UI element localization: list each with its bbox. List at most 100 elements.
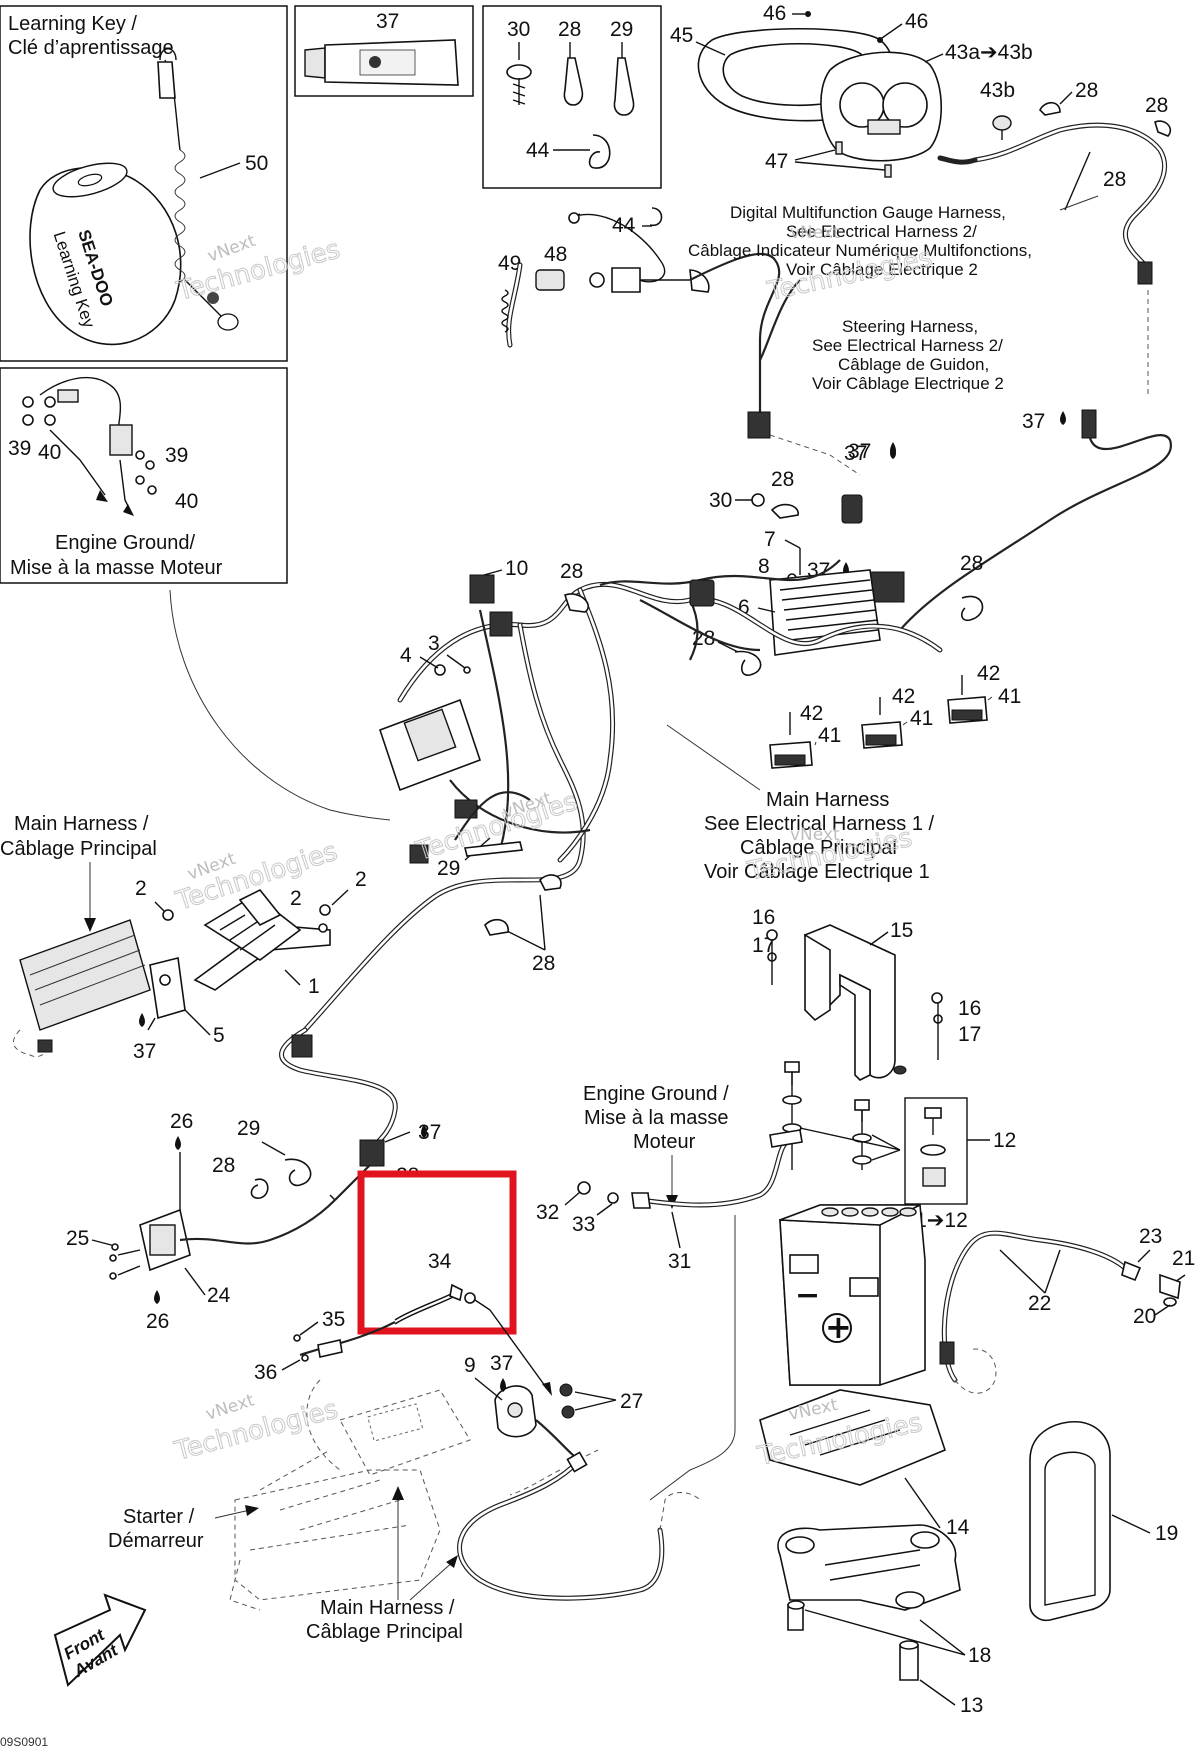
engine-ground-panel: 39 40 39 40 Engine Ground/ Mise à la mas… [0,367,288,584]
part-label-29: 29 [237,1117,260,1140]
gauge-harness-line-1: Digital Multifunction Gauge Harness, [730,203,1006,222]
part-label-1: 1 [308,975,320,998]
highlight-part-34[interactable]: 34 [357,1170,517,1335]
part-label-24: 24 [207,1284,231,1307]
steering-harness-line-4: Voir Câblage Electrique 2 [812,374,1004,393]
part-label-37: 37 [848,440,871,463]
steering-harness-line-1: Steering Harness, [842,317,978,336]
part-label-33: 33 [572,1213,595,1236]
part-label-41: 41 [910,707,933,730]
engine-ground-top-en: Engine Ground/ [55,532,196,554]
part-label-50: 50 [245,152,268,175]
part-label-30: 30 [507,18,530,41]
battery-cover: 19 [1029,1420,1178,1622]
part-label-29: 29 [437,857,460,880]
part-label-37: 37 [844,442,867,465]
main-harness-center-line-4: Voir Câblage Electrique 1 [704,861,930,883]
part-label-16: 16 [958,997,981,1020]
steering-harness-line-3: Câblage de Guidon, [838,355,989,374]
clamps-panel: 30 28 29 44 [482,5,662,189]
part-label-46: 46 [763,2,786,25]
part-label-43a-43b: 43a➔43b [945,41,1033,64]
part-label-40: 40 [175,490,198,513]
part-label-43b: 43b [980,79,1015,102]
main-harness-center-line-1: Main Harness [766,789,889,811]
main-harness-center-line-2: See Electrical Harness 1 / [704,813,935,835]
part-label-15: 15 [890,919,913,942]
part-label-28: 28 [1103,168,1126,191]
part-label-41: 41 [998,685,1021,708]
main-harness-center-line-3: Câblage Principal [740,837,897,859]
part-label-42: 42 [800,702,823,725]
engine-ground-mid-line-3: Moteur [633,1131,696,1153]
main-harness-bottom-line-2: Câblage Principal [306,1621,463,1643]
gauge-cluster: 45 46 46 43a➔43b 43b 47 28 28 28 [670,2,1172,395]
part-label-48: 48 [544,243,567,266]
gauge-harness-line-2: See Electrical Harness 2/ [786,222,977,241]
main-harness-left-line-2: Câblage Principal [0,838,157,860]
part-label-46: 46 [905,10,928,33]
part-label-32: 32 [536,1201,559,1224]
steering-harness-group: 44 49 48 37 [498,207,896,476]
part-label-28: 28 [558,18,581,41]
gauge-harness-line-3: Câblage Indicateur Numérique Multifoncti… [688,241,1032,260]
part-label-41: 41 [818,724,841,747]
sensor-group: 23 21 22 20 [939,1225,1195,1394]
part-label-37: 37 [376,10,399,33]
watermark-text: Technologies [171,1395,341,1467]
part-label-25: 25 [66,1227,89,1250]
part-label-28: 28 [1075,79,1098,102]
part-label-42: 42 [892,685,915,708]
part-label-27: 27 [620,1390,643,1413]
fuse-holders: 42 41 42 41 42 41 [769,662,1021,769]
front-arrow-icon: Front Avant [53,1593,147,1687]
part-label-30: 30 [709,489,732,512]
figure-code: 09S0901 [0,1735,48,1749]
part-label-37: 37 [490,1352,513,1375]
sealant-tube-panel: 37 [294,5,474,97]
part-label-12: 12 [993,1129,1016,1152]
lanyard-coil [157,48,239,331]
part-label-10: 10 [505,557,528,580]
part-label-17: 17 [958,1023,981,1046]
part-label-35: 35 [322,1308,345,1331]
part-label-42: 42 [977,662,1000,685]
learning-key-icon: SEA-DOO Learning Key [29,162,182,346]
part-label-36: 36 [254,1361,277,1384]
starter-line-2: Démarreur [108,1530,204,1552]
part-label-16: 16 [752,906,775,929]
part-label-37: 37 [133,1040,156,1063]
part-label-13: 13 [960,1694,983,1717]
highlight-box [357,1170,517,1335]
battery-bracket: 16 17 15 16 17 [752,906,981,1081]
main-harness-bottom-line-1: Main Harness / [320,1597,455,1619]
steering-harness-line-2: See Electrical Harness 2/ [812,336,1003,355]
engine-ground-mid-line-1: Engine Ground / [583,1083,729,1105]
part-label-2: 2 [135,877,147,900]
part-label-29: 29 [610,18,633,41]
ecm-bracket-group: Main Harness / Câblage Principal 1 2 2 2… [0,813,367,1063]
part-label-31: 31 [668,1250,691,1273]
part-label-28: 28 [1145,94,1168,117]
engine-ground-cable: Engine Ground / Mise à la masse Moteur 3… [536,1083,803,1501]
battery-group: 12 11➔12 − + 14 [759,1061,1016,1717]
part-label-9: 9 [464,1354,476,1377]
part-label-45: 45 [670,24,693,47]
part-label-7: 7 [764,528,776,551]
learning-key-panel: Learning Key / Clé d’aprentissage SEA-DO… [0,5,344,362]
watermark-text: Technologies [412,787,581,867]
learning-key-title-en: Learning Key / [8,13,137,35]
main-harness-left-line-1: Main Harness / [14,813,149,835]
part-label-4: 4 [400,644,412,667]
watermark-text: vNext [790,825,840,845]
part-label-28: 28 [960,552,983,575]
part-label-47: 47 [765,150,788,173]
part-label-39: 39 [8,437,31,460]
part-label-39: 39 [165,444,188,467]
part-label-20: 20 [1133,1305,1156,1328]
fuse-clip-group: 26 29 28 25 24 26 37 28 [66,1110,441,1333]
starter-line-1: Starter / [123,1506,195,1528]
part-label-2: 2 [355,868,367,891]
part-label-2: 2 [290,887,302,910]
